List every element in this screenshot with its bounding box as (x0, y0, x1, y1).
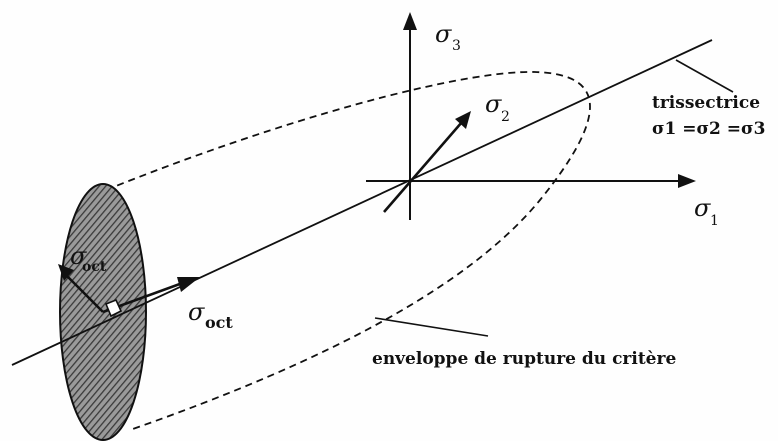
trisectrice-callout-line (675, 59, 734, 93)
envelope-callout-line (374, 317, 489, 337)
stress-equality-label: σ1 =σ2 =σ3 (652, 119, 765, 139)
sigma2-label: σ 2 (485, 90, 510, 125)
svg-text:σ: σ (694, 194, 711, 222)
sigma3-label: σ 3 (435, 20, 461, 54)
svg-text:σ: σ (435, 20, 452, 48)
svg-text:σ: σ (188, 298, 205, 326)
sigma1-label: σ 1 (694, 194, 719, 229)
right-angle-marker (104, 298, 123, 318)
svg-text:oct: oct (205, 313, 233, 332)
svg-text:σ: σ (70, 242, 87, 270)
sigma1-axis (366, 174, 696, 188)
sigma3-axis (403, 12, 417, 220)
svg-text:1: 1 (710, 213, 719, 229)
envelope-label: enveloppe de rupture du critère (372, 349, 676, 369)
sigma-oct-label: σ oct (188, 298, 233, 332)
trisectrice-label: trissectrice (652, 93, 760, 113)
svg-text:2: 2 (501, 109, 510, 125)
tau-oct-label: σ oct (70, 242, 107, 275)
svg-text:3: 3 (452, 38, 461, 54)
rupture-envelope (105, 71, 591, 431)
sigma2-axis (383, 111, 471, 213)
svg-text:oct: oct (82, 259, 107, 275)
space-diagonal-line (11, 39, 713, 366)
svg-text:σ: σ (485, 90, 502, 118)
tau-oct-arrow (58, 264, 104, 313)
